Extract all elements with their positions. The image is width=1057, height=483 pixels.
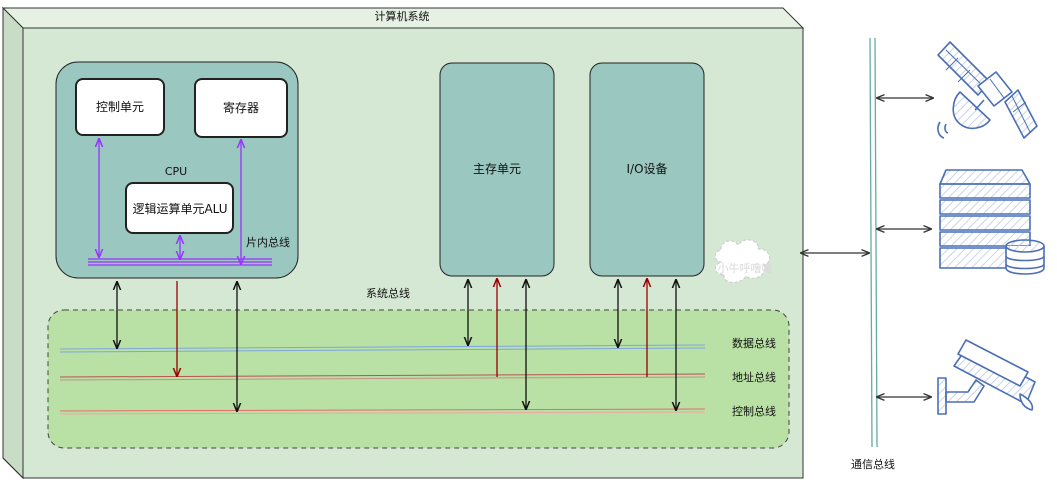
alu-box (125, 182, 234, 234)
satellite-icon (937, 41, 1038, 139)
main-memory-label: 主存单元 (473, 162, 521, 176)
watermark-text: 小牛呼噜噜 (718, 261, 773, 275)
cpu-label: CPU (165, 165, 187, 178)
system-bus-label: 系统总线 (366, 286, 410, 300)
address-bus-label: 地址总线 (732, 370, 776, 384)
communication-bus (869, 37, 878, 448)
alu-label: 逻辑运算单元ALU (132, 201, 227, 216)
register-box (194, 78, 288, 138)
internal-bus-label: 片内总线 (246, 235, 290, 249)
control-unit-label: 控制单元 (96, 100, 144, 114)
control-unit-box (75, 78, 165, 136)
address-bus-lines (59, 373, 706, 381)
io-device-label: I/O设备 (626, 162, 667, 176)
data-bus-label: 数据总线 (732, 336, 776, 350)
control-bus-lines (59, 408, 706, 415)
data-bus-lines (59, 344, 706, 353)
main-memory-box (439, 62, 555, 277)
watermark-cloud (714, 239, 771, 283)
server-database-icon (939, 169, 1045, 275)
communication-bus-label: 通信总线 (851, 457, 895, 471)
system-title: 计算机系统 (375, 9, 430, 23)
control-bus-label: 控制总线 (732, 404, 776, 418)
system-bus-area (47, 309, 790, 449)
security-camera-icon (937, 339, 1036, 415)
io-device-box (589, 62, 705, 277)
register-label: 寄存器 (223, 100, 259, 115)
